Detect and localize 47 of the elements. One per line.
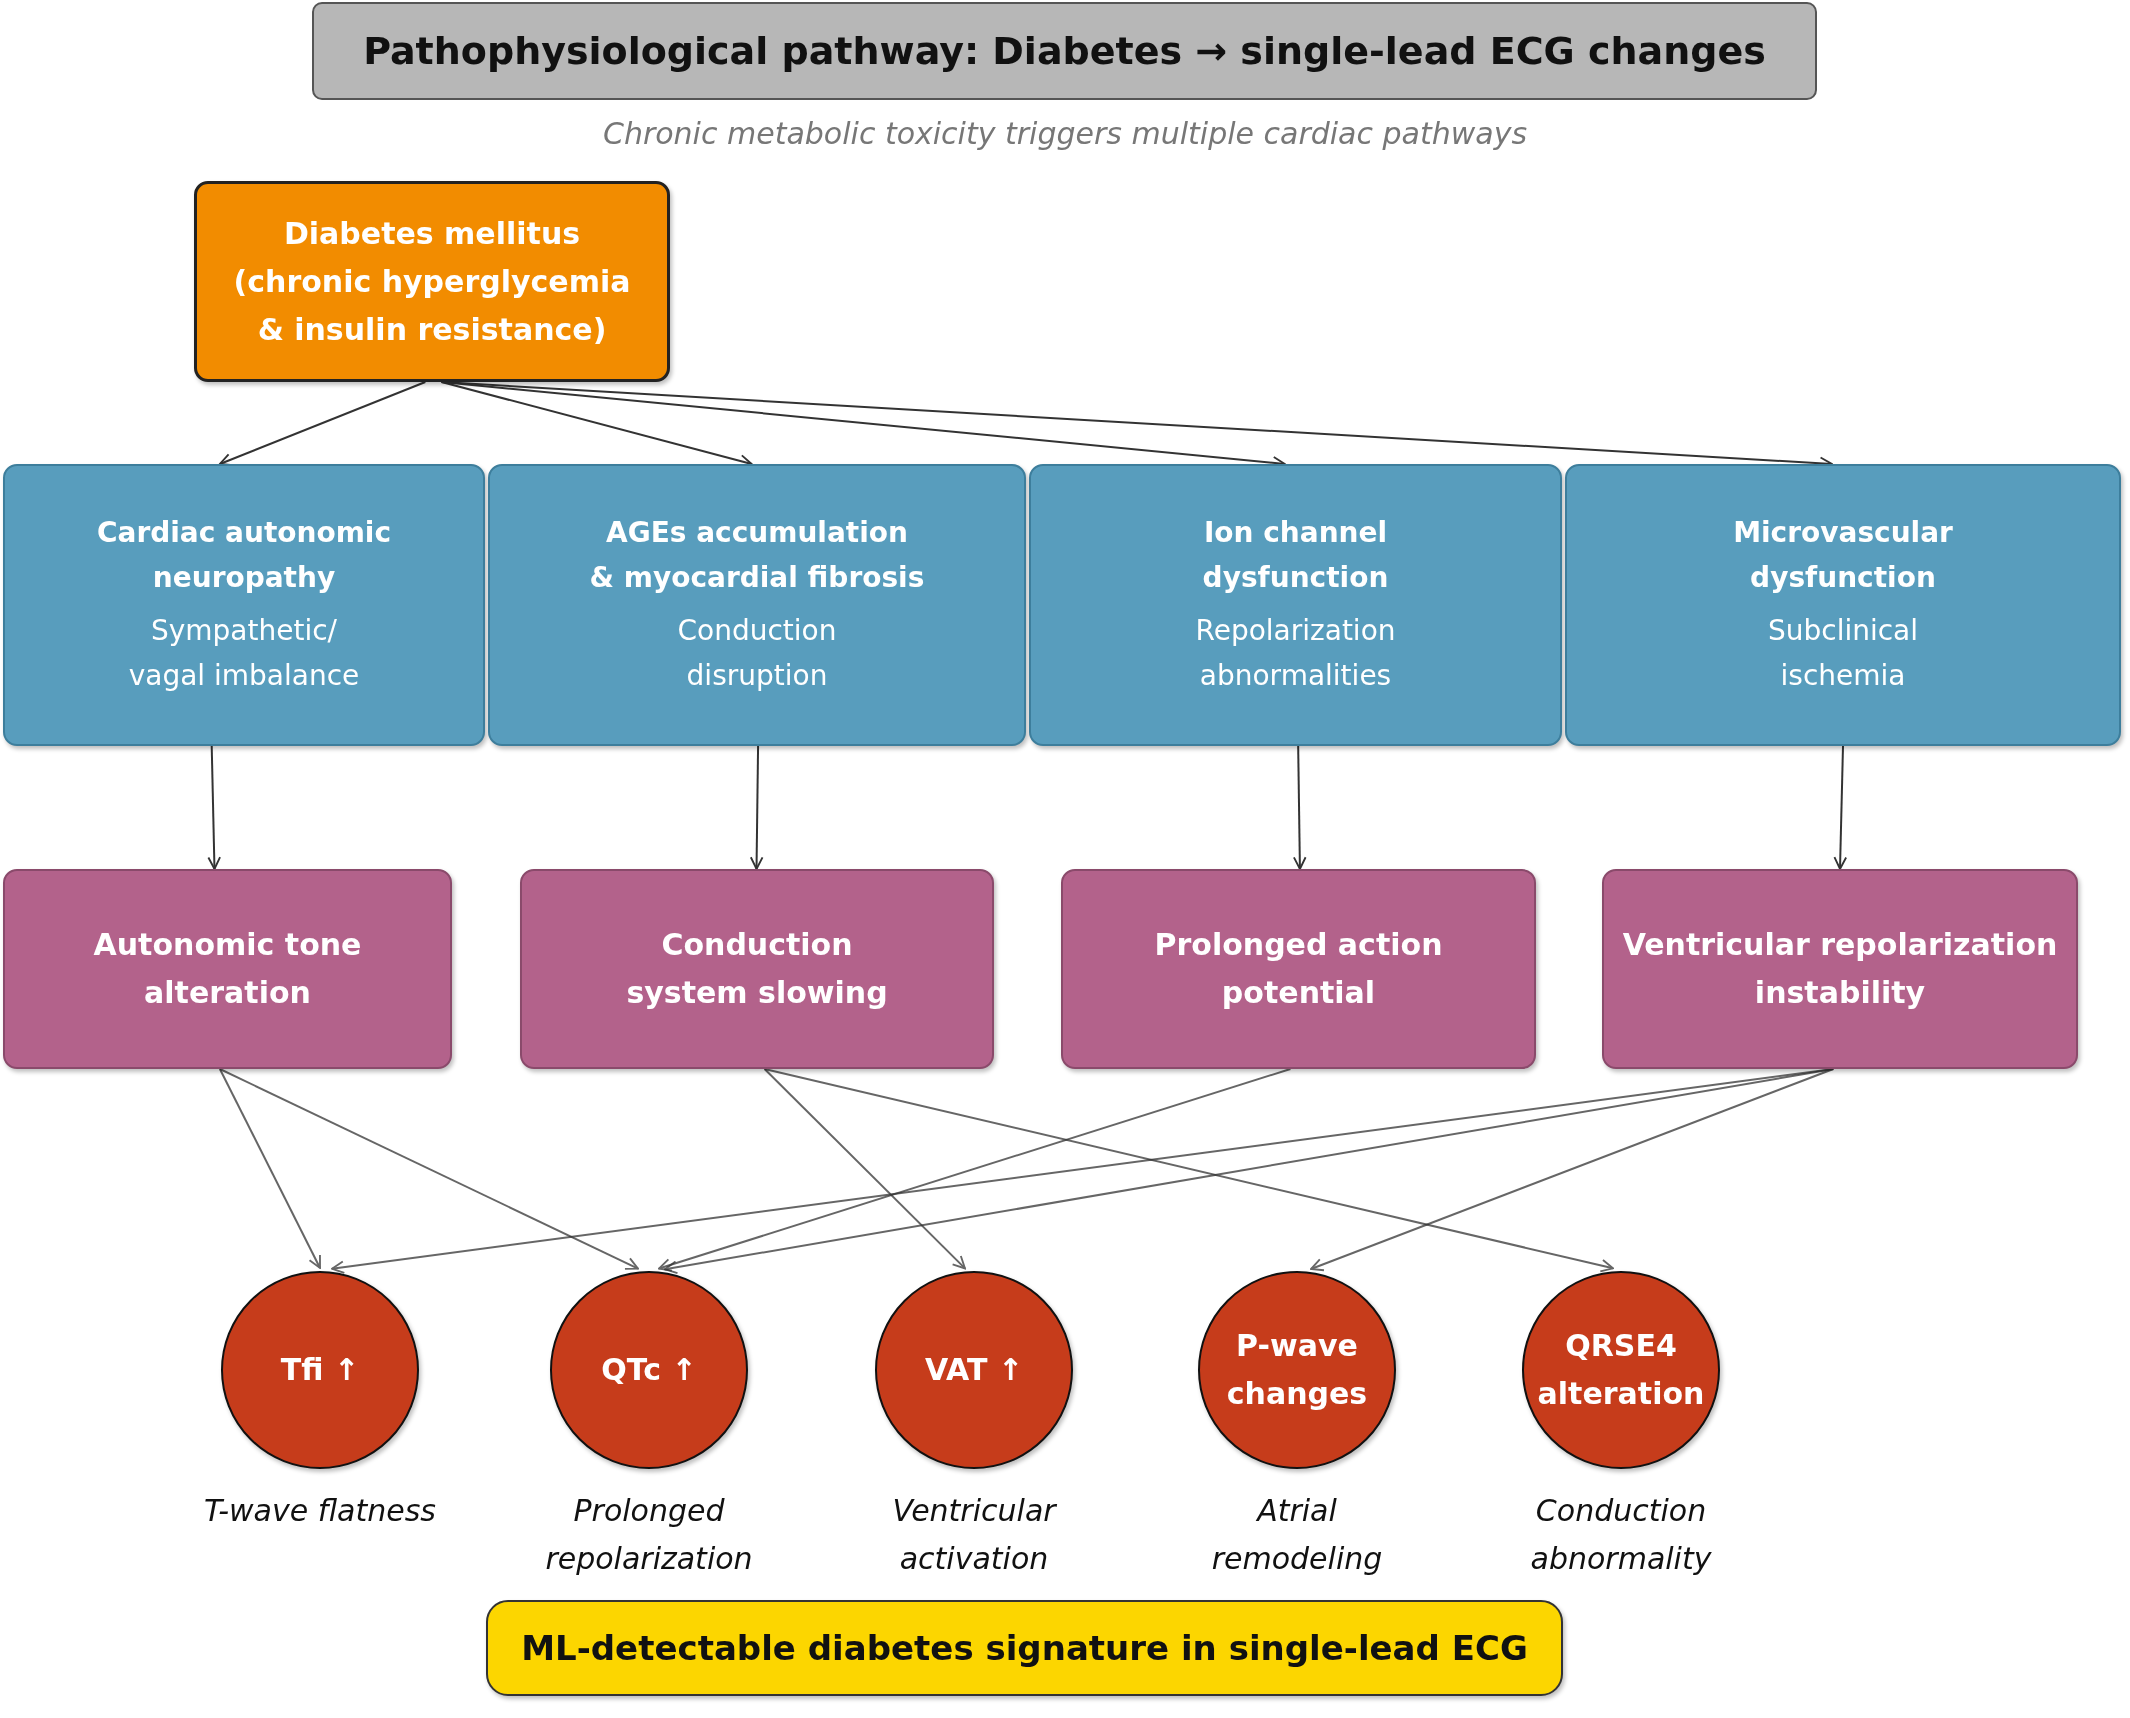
mechanism-box — [1565, 464, 2121, 746]
node-description: Repolarization abnormalities — [1194, 613, 1397, 694]
effect-box — [1061, 869, 1536, 1069]
caption-text: T-wave flatness — [203, 1492, 437, 1530]
arrow — [218, 1068, 639, 1270]
node-title: QRSE4 alteration — [1536, 1327, 1706, 1413]
arrow — [658, 1068, 1292, 1272]
node-description: Sympathetic/ vagal imbalance — [127, 613, 361, 694]
caption-text: Prolonged repolarization — [544, 1492, 754, 1578]
arrow — [1833, 745, 1848, 870]
node-title: Prolonged action potential — [1153, 926, 1444, 1012]
arrow — [763, 1068, 1614, 1273]
effect-box — [1602, 869, 2078, 1069]
node-description: Conduction disruption — [676, 613, 838, 694]
caption-text: Atrial remodeling — [1210, 1492, 1384, 1578]
arrow — [1293, 745, 1307, 870]
subtitle-text: Chronic metabolic toxicity triggers multiple cardiac pathways — [601, 116, 1529, 151]
effect-box — [520, 869, 994, 1069]
mechanism-box — [3, 464, 485, 746]
caption-text: Conduction abnormality — [1529, 1492, 1713, 1578]
arrow — [218, 1068, 321, 1269]
summary-box — [486, 1600, 1563, 1696]
node-title: ML-detectable diabetes signature in single-lead ECG — [521, 1626, 1528, 1670]
title-box: Pathophysiological pathway: Diabetes → single-lead ECG changes — [312, 2, 1817, 100]
source-box — [194, 181, 670, 382]
effect-box — [3, 869, 452, 1069]
arrow — [749, 745, 764, 870]
arrow — [1310, 1068, 1835, 1272]
node-title: VAT ↑ — [923, 1351, 1025, 1389]
arrow — [218, 381, 427, 467]
node-title: Ion channel dysfunction — [1201, 515, 1390, 597]
node-title: P-wave changes — [1225, 1327, 1369, 1413]
node-title: Tfi ↑ — [279, 1351, 361, 1389]
node-title: AGEs accumulation & myocardial fibrosis — [588, 515, 926, 597]
node-title: Autonomic tone alteration — [92, 926, 363, 1012]
arrow — [207, 745, 221, 870]
node-description: Subclinical ischemia — [1766, 613, 1920, 694]
node-title: Conduction system slowing — [625, 926, 889, 1012]
node-title: Ventricular repolarization instability — [1621, 926, 2059, 1012]
arrow — [763, 1068, 966, 1270]
node-title: QTc ↑ — [600, 1351, 698, 1389]
mechanism-box — [488, 464, 1026, 746]
caption-text: Ventricular activation — [891, 1492, 1058, 1578]
node-title: Diabetes mellitus (chronic hyperglycemia & insulin resistance) — [232, 214, 632, 349]
node-title: Microvascular dysfunction — [1732, 515, 1954, 597]
mechanism-box — [1029, 464, 1562, 746]
node-title: Cardiac autonomic neuropathy — [95, 515, 393, 597]
